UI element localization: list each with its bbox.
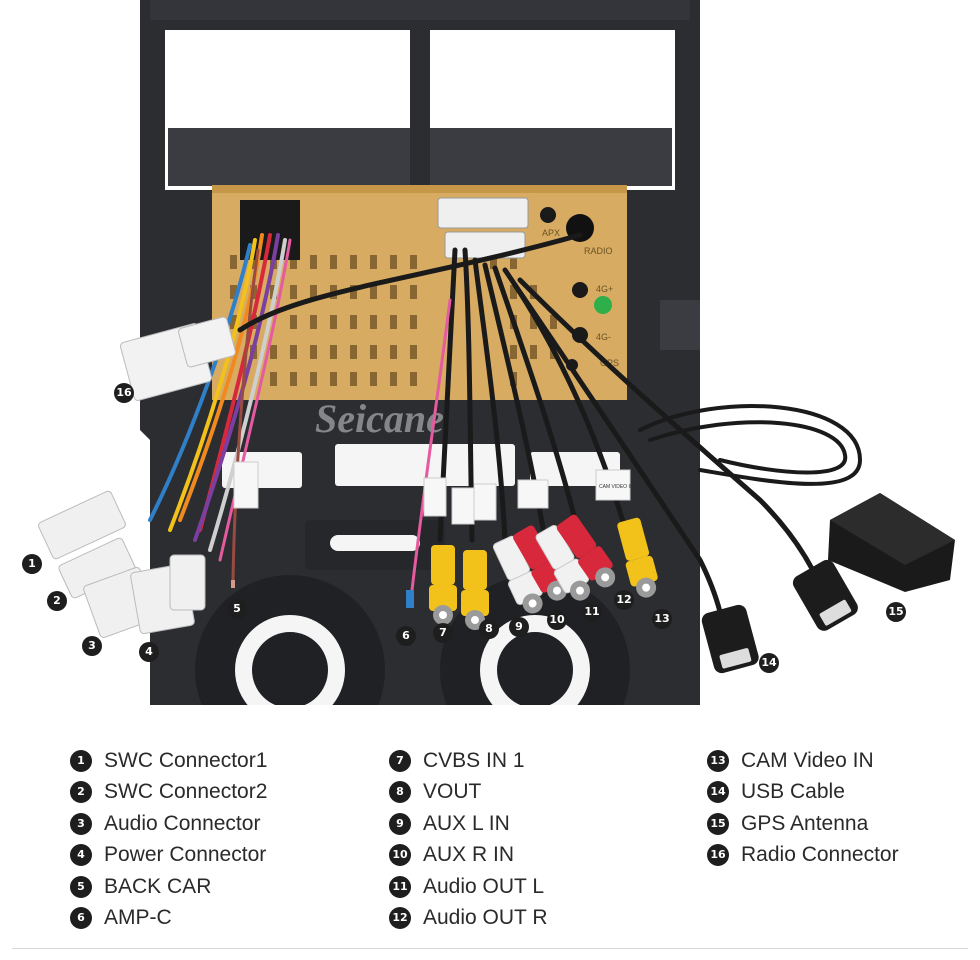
radio-connector (119, 316, 236, 401)
legend-item: 3 Audio Connector (70, 808, 267, 840)
legend-item: 5 BACK CAR (70, 871, 267, 903)
legend-item: 1 SWC Connector1 (70, 745, 267, 777)
callout-3: 3 (82, 636, 102, 656)
gps-antenna (828, 493, 955, 592)
legend-item: 9 AUX L IN (389, 808, 548, 840)
cable-tags: CAM VIDEO IN (233, 461, 634, 525)
wiring-photo: APX RADIO 4G+ 4G- GPS Seicane (38, 0, 955, 705)
legend-item: 11 Audio OUT L (389, 871, 548, 903)
legend-item: 13 CAM Video IN (707, 745, 899, 777)
bottom-divider (12, 948, 968, 949)
white-harness-connectors (38, 490, 206, 638)
legend-label: GPS Antenna (741, 811, 869, 835)
legend-column-1: 1 SWC Connector1 2 SWC Connector2 3 Audio C… (70, 745, 267, 934)
4g-minus-label: 4G- (596, 332, 611, 342)
legend-label: Power Connector (104, 843, 267, 867)
radio-label: RADIO (584, 246, 613, 256)
legend-label: Audio Connector (104, 811, 261, 835)
legend-item: 8 VOUT (389, 777, 548, 809)
callout-16: 16 (114, 383, 134, 403)
callout-2: 2 (47, 591, 67, 611)
legend-label: BACK CAR (104, 874, 212, 898)
legend-item: 4 Power Connector (70, 840, 267, 872)
callout-5: 5 (227, 599, 247, 619)
callout-12: 12 (614, 590, 634, 610)
callout-10: 10 (547, 610, 567, 630)
legend-number: 2 (70, 781, 92, 804)
callout-13: 13 (652, 609, 672, 629)
legend-label: Audio OUT R (423, 906, 548, 930)
legend-number: 6 (70, 907, 92, 930)
legend-item: 12 Audio OUT R (389, 903, 548, 935)
legend-label: USB Cable (741, 780, 845, 804)
callout-7: 7 (433, 623, 453, 643)
watermark: Seicane (315, 396, 444, 441)
apx-label: APX (542, 228, 560, 238)
legend-label: Radio Connector (741, 843, 899, 867)
legend-item: 7 CVBS IN 1 (389, 745, 548, 777)
legend-label: SWC Connector1 (104, 748, 268, 772)
legend-number: 15 (707, 812, 729, 835)
legend-number: 3 (70, 812, 92, 835)
legend: 1 SWC Connector1 2 SWC Connector2 3 Audio C… (0, 745, 980, 935)
legend-item: 16 Radio Connector (707, 840, 899, 872)
legend-column-2: 7 CVBS IN 1 8 VOUT 9 AUX L IN 10 AUX R IN 11… (389, 745, 548, 934)
amp-c-wire-tip (406, 590, 414, 608)
legend-label: AUX R IN (423, 843, 515, 867)
legend-number: 9 (389, 812, 411, 835)
legend-number: 14 (707, 781, 729, 804)
callout-8: 8 (479, 619, 499, 639)
legend-number: 1 (70, 749, 92, 772)
callout-9: 9 (509, 617, 529, 637)
rca-plugs (429, 514, 658, 630)
legend-number: 8 (389, 781, 411, 804)
callout-1: 1 (22, 554, 42, 574)
legend-item: 15 GPS Antenna (707, 808, 899, 840)
callout-6: 6 (396, 626, 416, 646)
legend-item: 10 AUX R IN (389, 840, 548, 872)
legend-number: 5 (70, 875, 92, 898)
legend-number: 16 (707, 844, 729, 867)
cam-video-sticker: CAM VIDEO IN (599, 484, 634, 490)
legend-label: AUX L IN (423, 811, 510, 835)
legend-label: AMP-C (104, 906, 172, 930)
legend-item: 2 SWC Connector2 (70, 777, 267, 809)
callout-15: 15 (886, 602, 906, 622)
legend-number: 13 (707, 749, 729, 772)
legend-number: 10 (389, 844, 411, 867)
legend-number: 4 (70, 844, 92, 867)
callout-14: 14 (759, 653, 779, 673)
legend-label: SWC Connector2 (104, 780, 268, 804)
4g-plus-label: 4G+ (596, 284, 613, 294)
legend-item: 14 USB Cable (707, 777, 899, 809)
callout-11: 11 (582, 602, 602, 622)
legend-number: 12 (389, 907, 411, 930)
callout-4: 4 (139, 642, 159, 662)
legend-number: 7 (389, 749, 411, 772)
usb-plugs (701, 559, 858, 674)
legend-column-3: 13 CAM Video IN 14 USB Cable 15 GPS Antenna… (707, 745, 899, 871)
legend-item: 6 AMP-C (70, 903, 267, 935)
legend-label: VOUT (423, 780, 482, 804)
legend-label: CAM Video IN (741, 748, 874, 772)
legend-number: 11 (389, 875, 411, 898)
legend-label: Audio OUT L (423, 874, 545, 898)
legend-label: CVBS IN 1 (423, 748, 525, 772)
